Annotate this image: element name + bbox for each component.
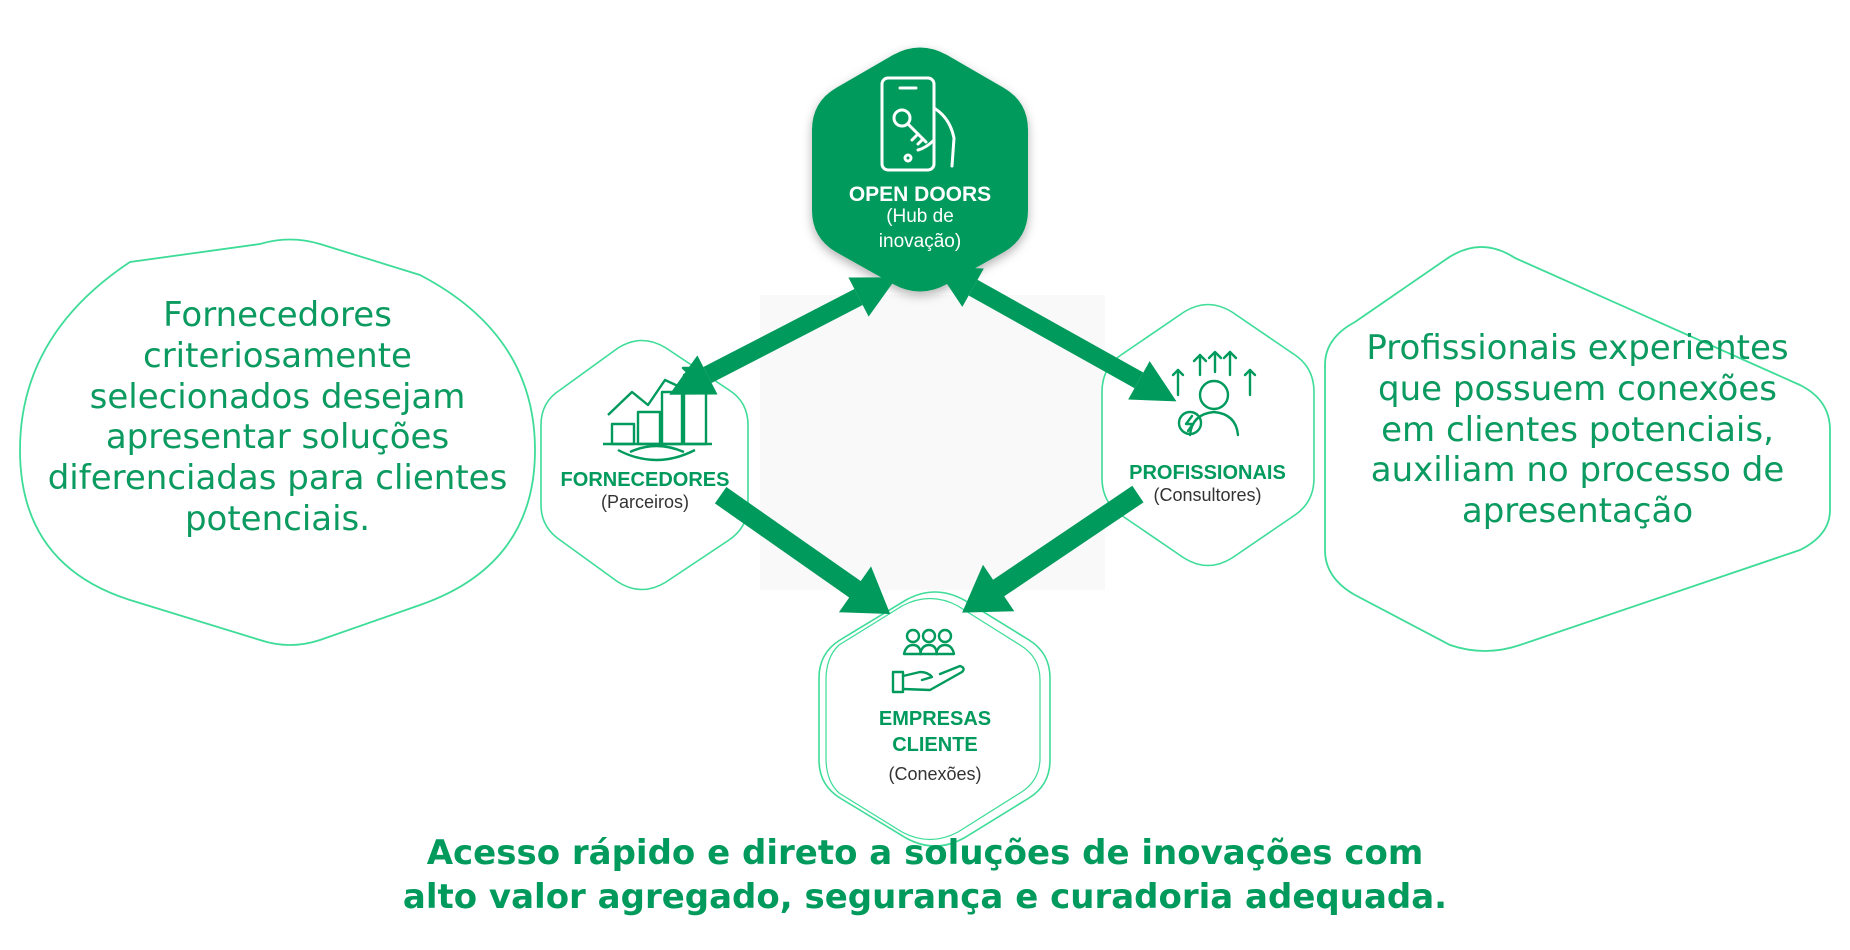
consultant-growth-icon [1171, 350, 1257, 437]
left-callout-line: diferenciadas para clientes [47, 458, 508, 499]
fornecedores-hexagon [540, 339, 749, 591]
arrows [669, 266, 1177, 614]
arrow-fornecedores-empresas [714, 487, 891, 614]
right-callout-shape [1324, 246, 1831, 652]
right-callout-text: Profissionais experientes que possuem co… [1330, 328, 1825, 532]
empresas-hexagon-inner [825, 597, 1041, 841]
empresas-hexagon-outer [818, 591, 1051, 847]
open-doors-title: OPEN DOORS [848, 183, 992, 206]
profissionais-subtitle: (Consultores) [1153, 485, 1262, 505]
left-callout-line: criteriosamente [143, 335, 412, 376]
right-callout-line: apresentação [1461, 491, 1694, 532]
fornecedores-subtitle: (Parceiros) [600, 492, 689, 512]
right-callout-line: que possuem conexões [1378, 368, 1777, 409]
open-doors-subtitle: (Hub de inovação) [820, 205, 1020, 254]
left-callout-line: selecionados desejam [89, 376, 466, 417]
right-callout-line: auxiliam no processo de [1370, 450, 1785, 491]
left-callout-line: potenciais. [184, 498, 371, 539]
arrow-profissionais-empresas [962, 485, 1144, 613]
empresas-title: EMPRESAS CLIENTE [835, 706, 1035, 758]
profissionais-title: PROFISSIONAIS [1129, 462, 1286, 484]
open-doors-subtitle-line1: (Hub de [886, 206, 954, 227]
empresas-title-line2: CLIENTE [892, 734, 978, 756]
left-callout-text: Fornecedores criteriosamente selecionado… [25, 295, 530, 540]
city-growth-chart-icon [603, 366, 712, 462]
left-callout-shape [19, 238, 536, 646]
empresas-title-line1: EMPRESAS [878, 708, 992, 730]
tagline: Acesso rápido e direto a soluções de ino… [300, 832, 1550, 919]
right-callout-line: em clientes potenciais, [1381, 409, 1774, 450]
tagline-line1: Acesso rápido e direto a soluções de ino… [426, 833, 1424, 873]
fornecedores-title: FORNECEDORES [560, 469, 730, 491]
left-callout-line: Fornecedores [163, 295, 392, 335]
left-callout-line: apresentar soluções [105, 417, 450, 458]
tagline-line2: alto valor agregado, segurança e curador… [402, 876, 1448, 917]
smartphone-key-icon [880, 76, 956, 172]
background-panel [760, 295, 1105, 590]
empresas-subtitle: (Conexões) [888, 764, 982, 784]
right-callout-line: Profissionais experientes [1366, 328, 1789, 368]
arrow-opendoors-profissionais [935, 266, 1177, 402]
profissionais-hexagon [1101, 303, 1315, 567]
open-doors-subtitle-line2: inovação) [878, 230, 962, 252]
hand-holding-people-icon [891, 628, 965, 694]
